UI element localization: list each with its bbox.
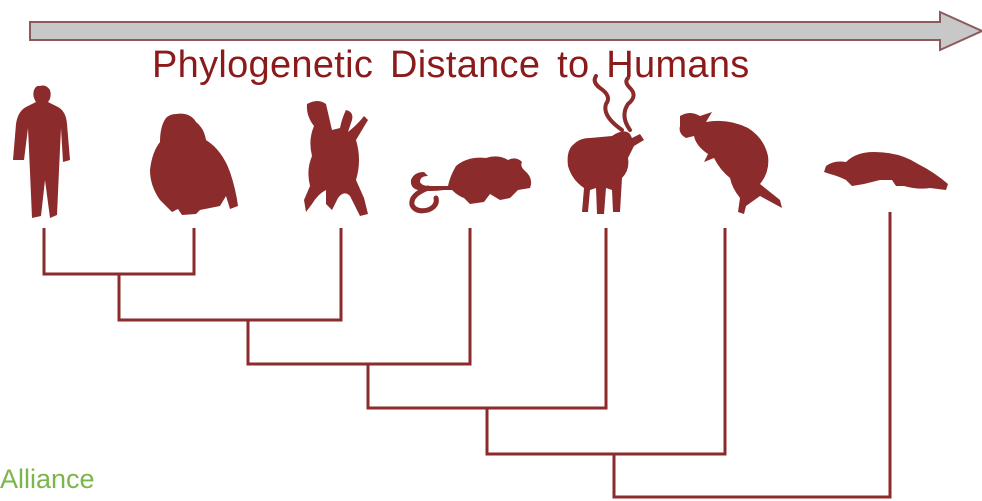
mouse-tail (412, 188, 437, 211)
branch-antelope (368, 228, 606, 408)
antelope-icon (568, 131, 644, 214)
branch-mouse (248, 228, 470, 364)
kangaroo-icon (680, 112, 782, 214)
mouse-icon (411, 156, 531, 204)
human-icon (13, 86, 70, 219)
branch-human-gorilla (44, 228, 194, 274)
diagram-title: Phylogenetic Distance to Humans (152, 42, 750, 88)
phylogenetic-tree (44, 212, 890, 497)
dog-icon (304, 101, 368, 216)
platypus-icon (824, 152, 948, 190)
gorilla-icon (150, 114, 238, 215)
alliance-text: Alliance (0, 462, 95, 496)
